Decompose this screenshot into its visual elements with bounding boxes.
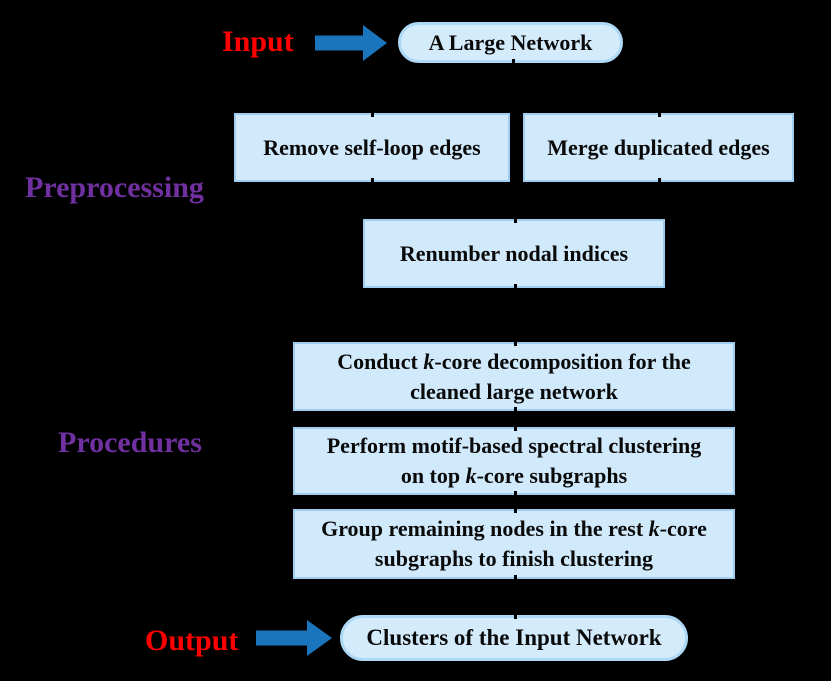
connector-tick [514, 215, 517, 223]
connector-tick [514, 575, 517, 583]
process-box-text: Group remaining nodes in the rest k-core… [321, 516, 707, 571]
right-arrow-icon [256, 620, 332, 656]
connector-tick [514, 284, 517, 292]
process-box-text: Perform motif-based spectral clustering … [326, 433, 702, 488]
process-box-remove-self-loops: Remove self-loop edges [234, 113, 510, 182]
connector-tick [371, 109, 374, 117]
connector-tick [514, 491, 517, 499]
process-box-text: Remove self-loop edges [263, 134, 481, 160]
procedures-label: Procedures [58, 426, 202, 459]
process-box-group-remaining: Group remaining nodes in the rest k-core… [293, 509, 735, 579]
output-label: Output [145, 624, 239, 657]
right-arrow-icon [315, 25, 387, 61]
process-box-kcore-decomposition: Conduct k-core decomposition for the cle… [293, 342, 735, 411]
connector-tick [514, 338, 517, 346]
connector-tick [371, 178, 374, 186]
output-node: Clusters of the Input Network [340, 615, 688, 661]
connector-tick [514, 505, 517, 513]
process-box-text: Merge duplicated edges [547, 134, 770, 160]
preprocessing-label: Preprocessing [25, 171, 204, 204]
connector-tick [512, 59, 515, 67]
connector-tick [514, 611, 517, 619]
process-box-text: Renumber nodal indices [399, 240, 629, 266]
input-node-text: A Large Network [428, 29, 593, 55]
process-box-merge-duplicates: Merge duplicated edges [523, 113, 794, 182]
connector-tick [658, 109, 661, 117]
process-box-text: Conduct k-core decomposition for the cle… [337, 348, 691, 404]
process-box-spectral-clustering: Perform motif-based spectral clustering … [293, 427, 735, 495]
input-node: A Large Network [398, 22, 623, 63]
process-box-renumber-indices: Renumber nodal indices [363, 219, 665, 288]
connector-tick [514, 423, 517, 431]
input-label: Input [222, 25, 294, 58]
connector-tick [658, 178, 661, 186]
output-node-text: Clusters of the Input Network [366, 625, 662, 651]
connector-tick [514, 407, 517, 415]
